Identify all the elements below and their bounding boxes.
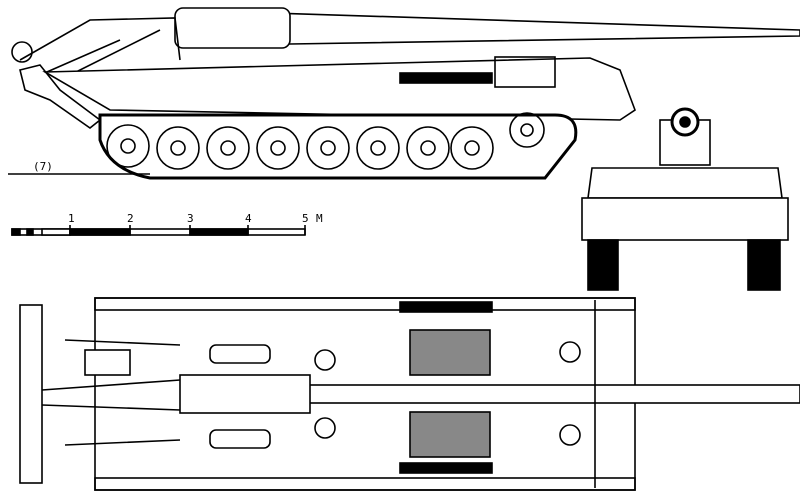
top-track-upper <box>94 297 636 311</box>
side-view-marker: (7) <box>33 160 53 173</box>
scale-label-2: 2 <box>127 212 134 225</box>
scale-label-4: 4 <box>245 212 252 225</box>
side-spade <box>19 64 102 129</box>
top-view <box>19 297 800 491</box>
side-rear-wheel <box>11 41 33 63</box>
front-hull <box>587 167 783 199</box>
scale-unit: M <box>316 212 323 225</box>
scale-label-3: 3 <box>187 212 194 225</box>
side-road-wheels <box>106 112 545 170</box>
scale-label-1: 1 <box>68 212 75 225</box>
top-cradle <box>179 374 311 414</box>
front-track-right <box>747 239 781 291</box>
scale-label-5: 5 <box>302 212 309 225</box>
top-engine-grille-upper <box>409 329 491 376</box>
front-view <box>581 107 789 291</box>
top-rear-spade <box>19 304 43 484</box>
scale-bar: 1 2 3 4 5 M <box>11 212 323 236</box>
top-trails <box>41 339 181 446</box>
side-stowage-plate <box>399 72 493 84</box>
top-track-lower <box>94 477 636 491</box>
front-track-left <box>587 239 619 291</box>
side-view: (7) <box>8 7 800 180</box>
side-hull <box>42 57 636 121</box>
side-engine-box <box>494 56 556 88</box>
front-glacis <box>581 197 789 241</box>
top-engine-grille-lower <box>409 411 491 458</box>
side-gun-cradle <box>174 7 291 49</box>
